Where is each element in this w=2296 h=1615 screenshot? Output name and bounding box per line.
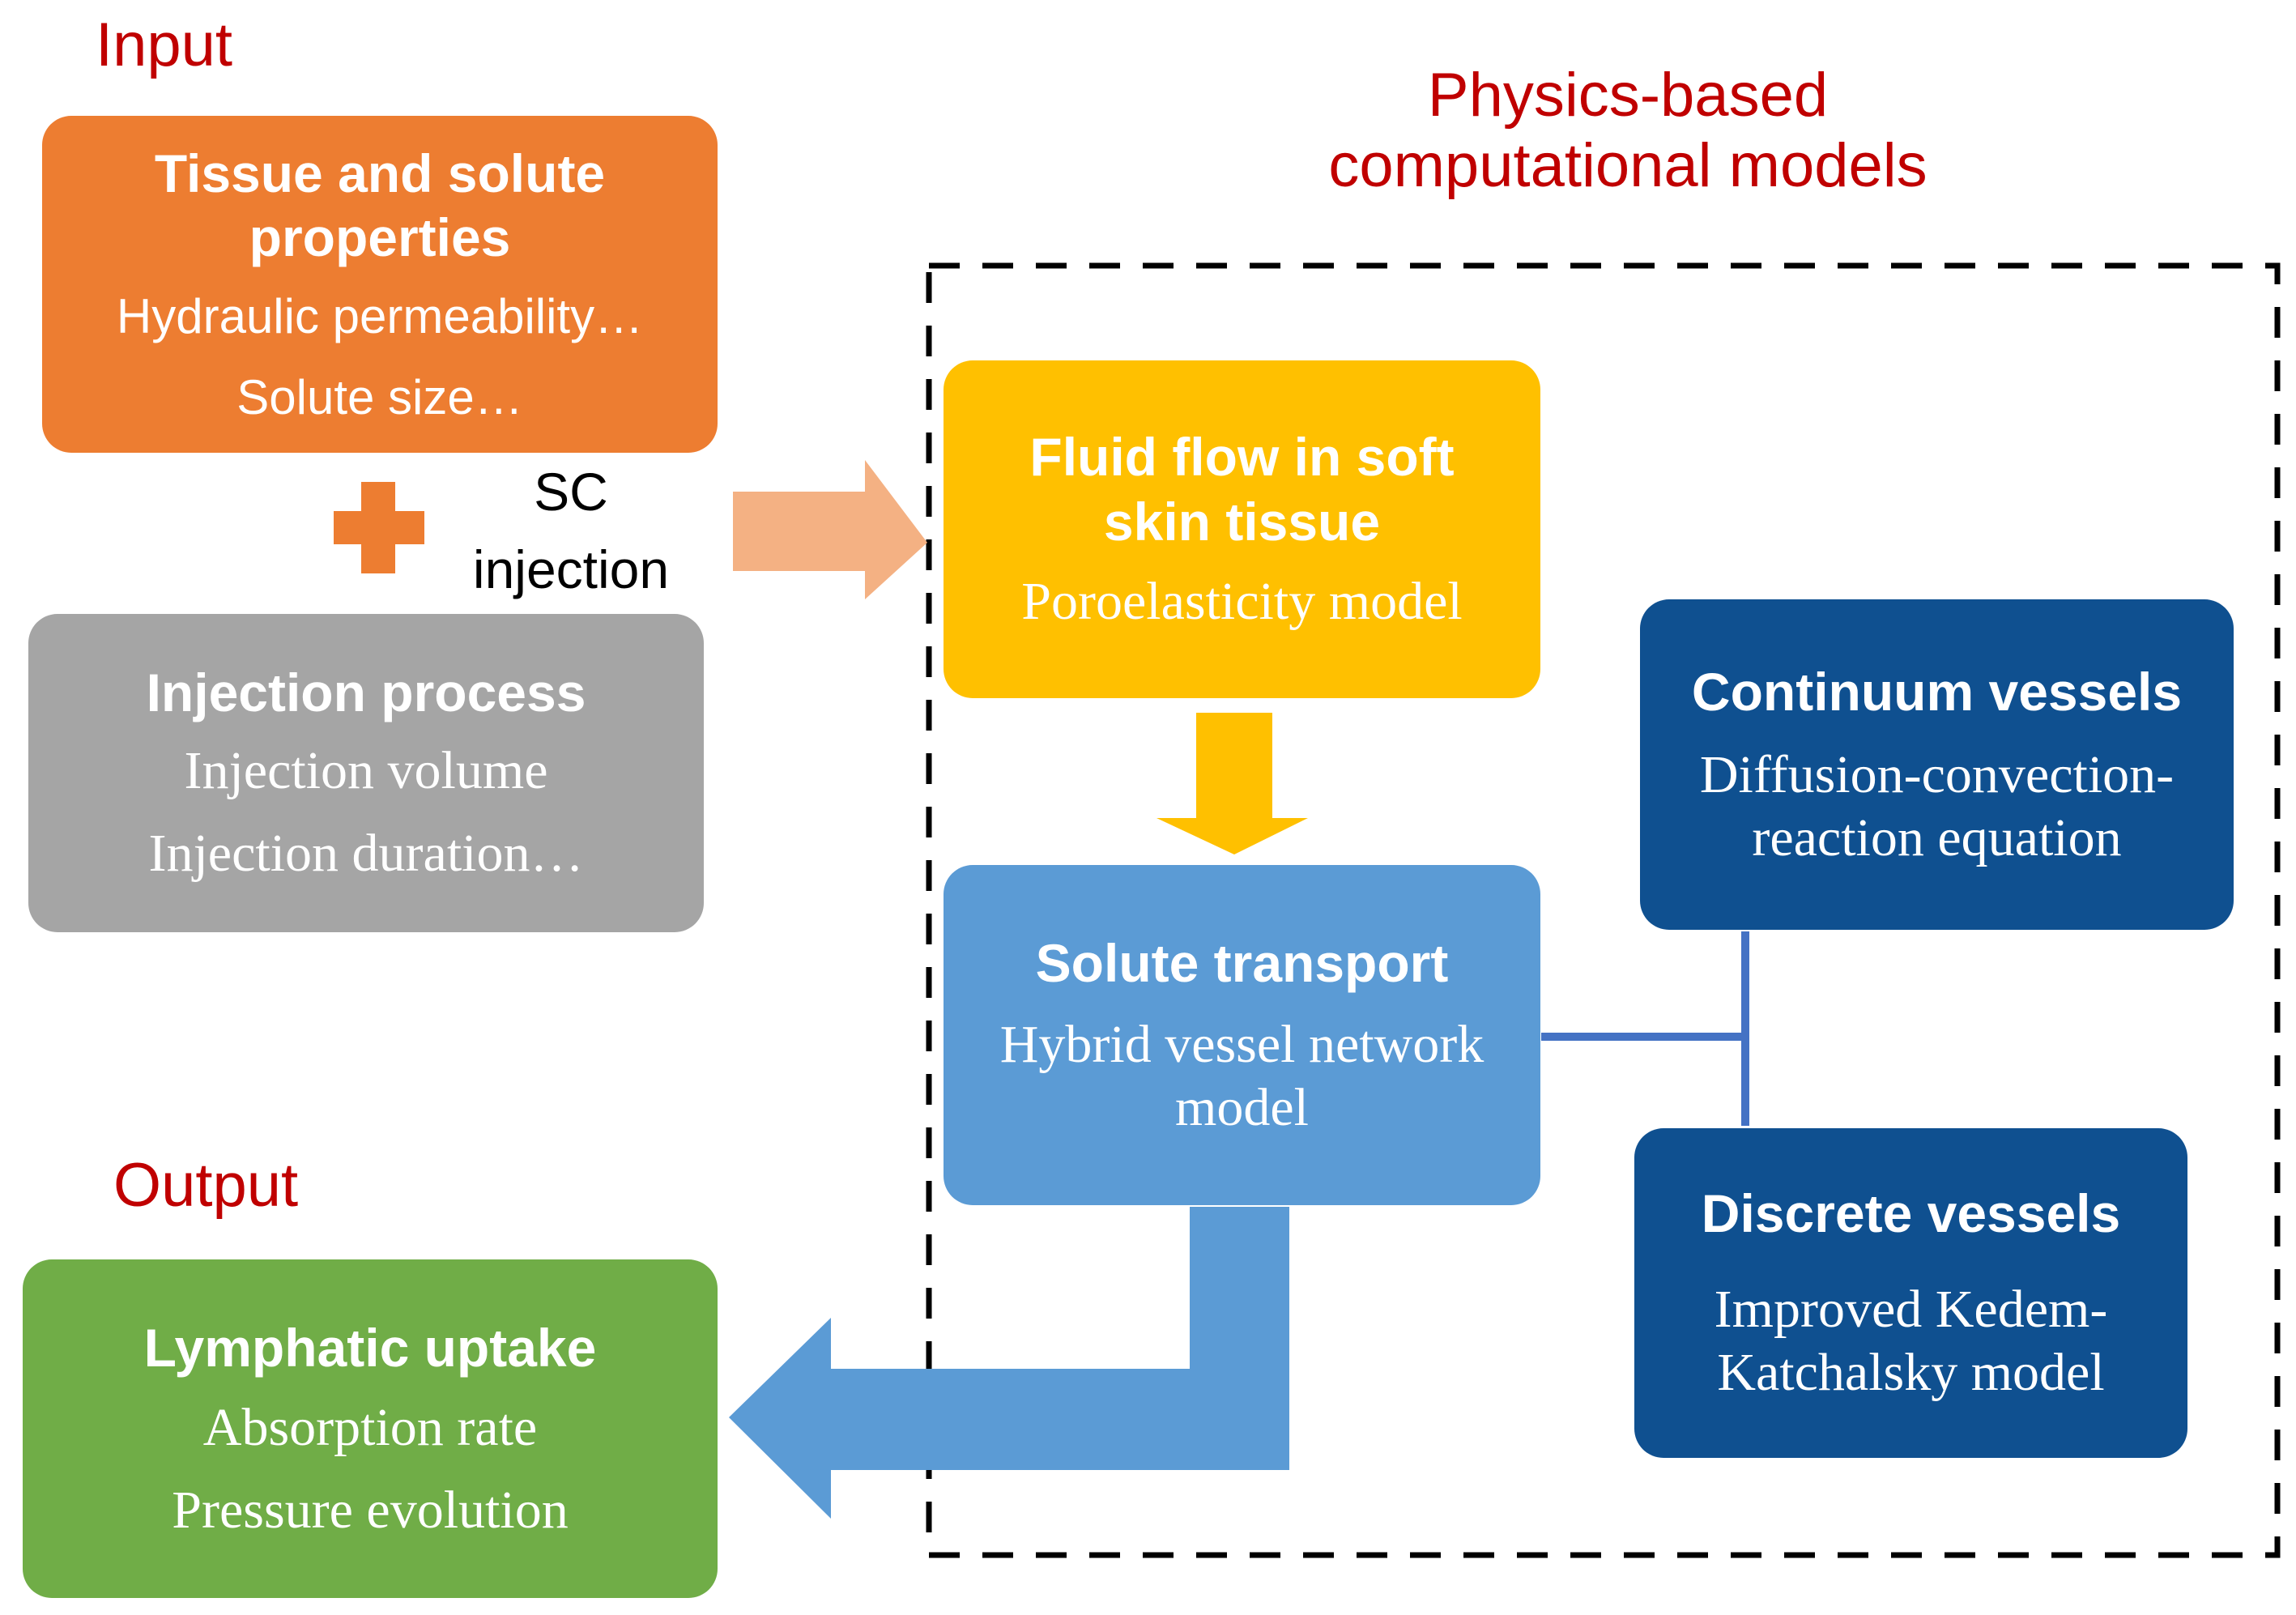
lymphatic-title: Lymphatic uptake xyxy=(143,1317,597,1378)
solute-title: Solute transport xyxy=(1035,932,1449,993)
discrete-detail-line1: Improved Kedem- xyxy=(1714,1280,2108,1340)
solute-detail-line2: model xyxy=(1175,1077,1309,1137)
injection-detail1: Injection volume xyxy=(184,741,548,801)
fluid-title-line2: skin tissue xyxy=(1103,491,1381,552)
continuum-vessels-box: Continuum vessels Diffusion-convection- … xyxy=(1640,599,2234,930)
models-title: Physics-based computational models xyxy=(1263,60,1992,202)
down-arrow-yellow xyxy=(1157,713,1308,854)
continuum-detail-line2: reaction equation xyxy=(1752,808,2122,867)
lymphatic-detail2: Pressure evolution xyxy=(172,1480,569,1540)
tissue-detail2: Solute size… xyxy=(236,370,523,425)
sc-injection-label: SC injection xyxy=(441,454,701,608)
input-to-model-arrow xyxy=(733,460,927,599)
injection-title: Injection process xyxy=(146,663,586,723)
injection-detail2: Injection duration… xyxy=(148,824,584,884)
output-elbow-arrow xyxy=(729,1207,1289,1519)
tissue-title-line1: Tissue and solute xyxy=(154,143,606,203)
sc-line1: SC xyxy=(534,462,608,522)
continuum-detail-line1: Diffusion-convection- xyxy=(1699,744,2175,804)
models-title-line1: Physics-based xyxy=(1427,61,1829,130)
lymphatic-detail1: Absorption rate xyxy=(202,1397,538,1457)
models-dashed-frame xyxy=(926,262,2281,1558)
solute-detail-line1: Hybrid vessel network xyxy=(999,1014,1485,1074)
models-title-line2: computational models xyxy=(1328,131,1928,201)
fluid-flow-box: Fluid flow in soft skin tissue Poroelast… xyxy=(944,360,1540,698)
vessel-connector xyxy=(1541,931,1749,1126)
discrete-title: Discrete vessels xyxy=(1701,1183,2121,1244)
fluid-title-line1: Fluid flow in soft xyxy=(1029,427,1455,488)
lymphatic-uptake-box: Lymphatic uptake Absorption rate Pressur… xyxy=(23,1259,718,1598)
tissue-detail1: Hydraulic permeability… xyxy=(116,289,644,344)
tissue-properties-box: Tissue and solute properties Hydraulic p… xyxy=(42,116,718,453)
plus-icon xyxy=(334,482,424,573)
injection-process-box: Injection process Injection volume Injec… xyxy=(28,614,704,932)
output-label: Output xyxy=(113,1151,299,1220)
discrete-vessels-box: Discrete vessels Improved Kedem- Katchal… xyxy=(1634,1128,2187,1458)
discrete-detail-line2: Katchalsky model xyxy=(1717,1343,2105,1403)
tissue-title-line2: properties xyxy=(249,207,511,267)
fluid-detail: Poroelasticity model xyxy=(1021,571,1463,631)
continuum-title: Continuum vessels xyxy=(1691,661,2183,722)
sc-line2: injection xyxy=(472,539,670,599)
input-label: Input xyxy=(96,11,233,79)
solute-transport-box: Solute transport Hybrid vessel network m… xyxy=(944,865,1540,1205)
